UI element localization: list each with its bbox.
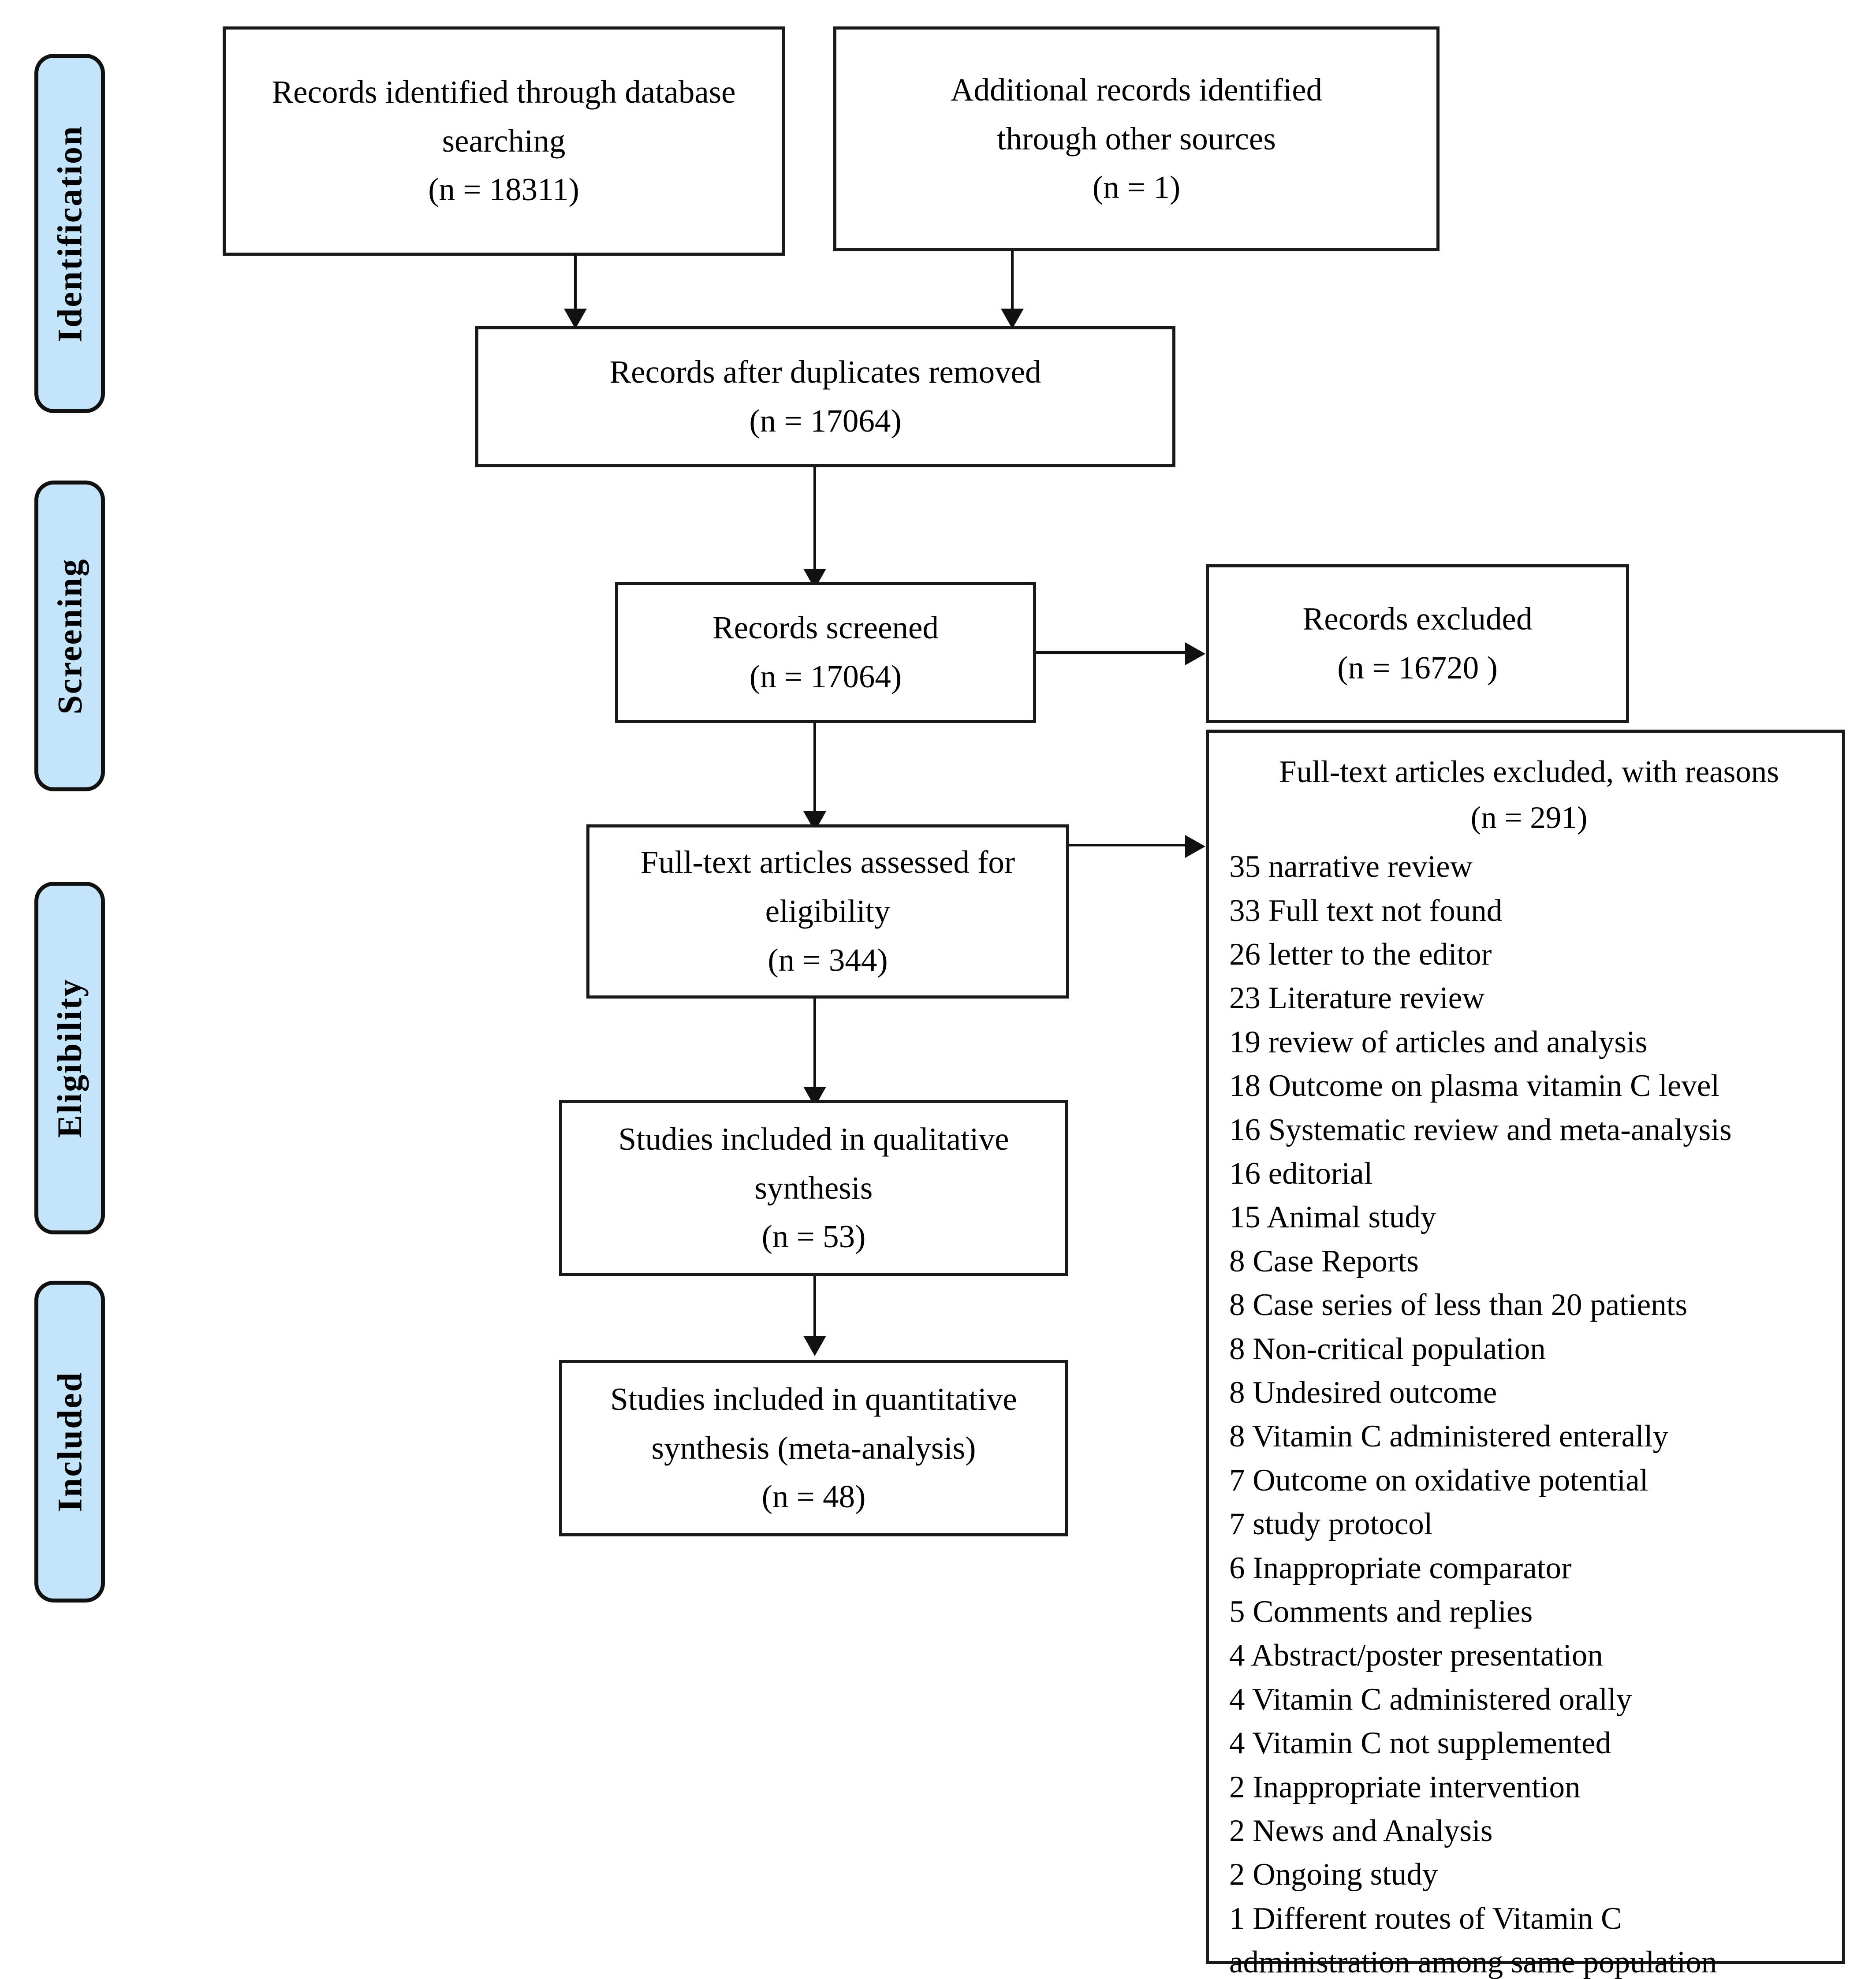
- box-quantitative-synthesis-line2: synthesis (meta-analysis): [651, 1430, 976, 1466]
- list-item: 2 Ongoing study: [1229, 1857, 1438, 1892]
- list-item: 33 Full text not found: [1229, 893, 1503, 928]
- connector-fulltext-to-qualitative: [813, 999, 816, 1093]
- box-other-sources-line2: through other sources: [997, 120, 1276, 157]
- box-qualitative-synthesis-text: Studies included in qualitative synthesi…: [562, 1115, 1065, 1262]
- box-records-screened-line2: (n = 17064): [749, 659, 902, 694]
- box-quantitative-synthesis: Studies included in quantitative synthes…: [559, 1360, 1068, 1536]
- list-item: 23 Literature review: [1229, 981, 1485, 1016]
- list-item: 15 Animal study: [1229, 1200, 1436, 1235]
- box-database-search-text: Records identified through database sear…: [226, 68, 782, 215]
- list-item: 6 Inappropriate comparator: [1229, 1550, 1572, 1585]
- stage-label-eligibility-text: Eligibility: [50, 978, 89, 1138]
- panel-fulltext-excluded-reasons: Full-text articles excluded, with reason…: [1206, 730, 1845, 1979]
- panel-reasons-header-line2: (n = 291): [1470, 800, 1588, 835]
- stage-label-included-text: Included: [50, 1371, 89, 1512]
- arrowhead-qualitative-to-quantitative: [803, 1336, 826, 1356]
- list-item: 4 Vitamin C administered orally: [1229, 1682, 1632, 1717]
- box-fulltext-assessed-line1: Full-text articles assessed for: [640, 844, 1015, 880]
- list-item: 18 Outcome on plasma vitamin C level: [1229, 1069, 1720, 1103]
- list-item: administration among same population: [1229, 1945, 1717, 1979]
- list-item: 16 Systematic review and meta-analysis: [1229, 1112, 1732, 1147]
- box-database-search-line3: (n = 18311): [428, 171, 579, 208]
- box-fulltext-assessed-line2: eligibility: [765, 893, 891, 929]
- list-item: 7 Outcome on oxidative potential: [1229, 1463, 1648, 1498]
- box-quantitative-synthesis-line1: Studies included in quantitative: [610, 1381, 1017, 1417]
- box-duplicates-removed-line1: Records after duplicates removed: [609, 354, 1041, 390]
- list-item: 2 News and Analysis: [1229, 1813, 1493, 1848]
- list-item: 35 narrative review: [1229, 850, 1473, 884]
- box-records-excluded-text: Records excluded (n = 16720 ): [1209, 595, 1626, 693]
- list-item: 1 Different routes of Vitamin C: [1229, 1901, 1622, 1936]
- box-database-search: Records identified through database sear…: [223, 26, 785, 256]
- connector-fulltext-to-reasons: [1069, 844, 1190, 846]
- box-duplicates-removed-text: Records after duplicates removed (n = 17…: [478, 348, 1172, 446]
- connector-duplicates-to-screened: [813, 467, 816, 575]
- list-item: 8 Undesired outcome: [1229, 1375, 1497, 1410]
- box-records-screened-text: Records screened (n = 17064): [618, 604, 1033, 701]
- box-duplicates-removed: Records after duplicates removed (n = 17…: [475, 326, 1175, 467]
- connector-other-to-duplicates: [1011, 251, 1014, 315]
- arrowhead-fulltext-to-reasons: [1185, 835, 1205, 858]
- box-records-screened: Records screened (n = 17064): [615, 582, 1036, 723]
- list-item: 8 Non-critical population: [1229, 1331, 1546, 1366]
- panel-reasons-header-line1: Full-text articles excluded, with reason…: [1279, 755, 1779, 789]
- box-records-excluded: Records excluded (n = 16720 ): [1206, 564, 1629, 723]
- box-other-sources-text: Additional records identified through ot…: [836, 66, 1436, 212]
- list-item: 26 letter to the editor: [1229, 937, 1492, 972]
- arrowhead-screened-to-excluded: [1185, 642, 1205, 665]
- list-item: 5 Comments and replies: [1229, 1594, 1533, 1629]
- box-records-excluded-line2: (n = 16720 ): [1337, 650, 1498, 686]
- stage-label-eligibility: Eligibility: [34, 882, 105, 1234]
- connector-database-to-duplicates: [574, 256, 577, 315]
- list-item: 2 Inappropriate intervention: [1229, 1770, 1581, 1804]
- list-item: 7 study protocol: [1229, 1507, 1433, 1542]
- box-fulltext-assessed-line3: (n = 344): [768, 942, 888, 978]
- box-records-excluded-line1: Records excluded: [1302, 601, 1533, 637]
- box-qualitative-synthesis-line2: synthesis: [754, 1170, 873, 1206]
- box-quantitative-synthesis-text: Studies included in quantitative synthes…: [562, 1375, 1065, 1522]
- box-other-sources-line3: (n = 1): [1092, 169, 1181, 205]
- stage-label-screening: Screening: [34, 481, 105, 791]
- arrowhead-database-to-duplicates: [564, 309, 587, 329]
- stage-label-screening-text: Screening: [50, 558, 89, 714]
- stage-label-identification-text: Identification: [50, 125, 89, 342]
- box-qualitative-synthesis: Studies included in qualitative synthesi…: [559, 1100, 1068, 1276]
- list-item: 8 Vitamin C administered enterally: [1229, 1419, 1669, 1454]
- box-other-sources: Additional records identified through ot…: [833, 26, 1440, 251]
- panel-reasons-list: 35 narrative review 33 Full text not fou…: [1229, 845, 1829, 1979]
- list-item: 19 review of articles and analysis: [1229, 1025, 1648, 1059]
- arrowhead-other-to-duplicates: [1001, 309, 1024, 329]
- box-duplicates-removed-line2: (n = 17064): [749, 403, 902, 439]
- box-qualitative-synthesis-line1: Studies included in qualitative: [618, 1121, 1009, 1157]
- list-item: 8 Case Reports: [1229, 1244, 1419, 1278]
- list-item: 16 editorial: [1229, 1156, 1373, 1191]
- stage-label-identification: Identification: [34, 54, 105, 413]
- box-quantitative-synthesis-line3: (n = 48): [761, 1479, 866, 1515]
- box-fulltext-assessed-text: Full-text articles assessed for eligibil…: [589, 838, 1066, 985]
- panel-reasons-header: Full-text articles excluded, with reason…: [1229, 749, 1829, 841]
- box-records-screened-line1: Records screened: [712, 610, 939, 646]
- connector-screened-to-fulltext: [813, 723, 816, 818]
- stage-label-included: Included: [34, 1281, 105, 1603]
- connector-screened-to-excluded: [1036, 651, 1188, 654]
- connector-qualitative-to-quantitative: [813, 1276, 816, 1353]
- box-other-sources-line1: Additional records identified: [950, 71, 1323, 108]
- box-qualitative-synthesis-line3: (n = 53): [761, 1219, 866, 1255]
- box-database-search-line2: searching: [442, 123, 566, 159]
- list-item: 4 Abstract/poster presentation: [1229, 1638, 1603, 1673]
- list-item: 4 Vitamin C not supplemented: [1229, 1726, 1611, 1761]
- list-item: 8 Case series of less than 20 patients: [1229, 1288, 1688, 1323]
- box-database-search-line1: Records identified through database: [272, 74, 736, 110]
- box-fulltext-assessed: Full-text articles assessed for eligibil…: [586, 824, 1069, 999]
